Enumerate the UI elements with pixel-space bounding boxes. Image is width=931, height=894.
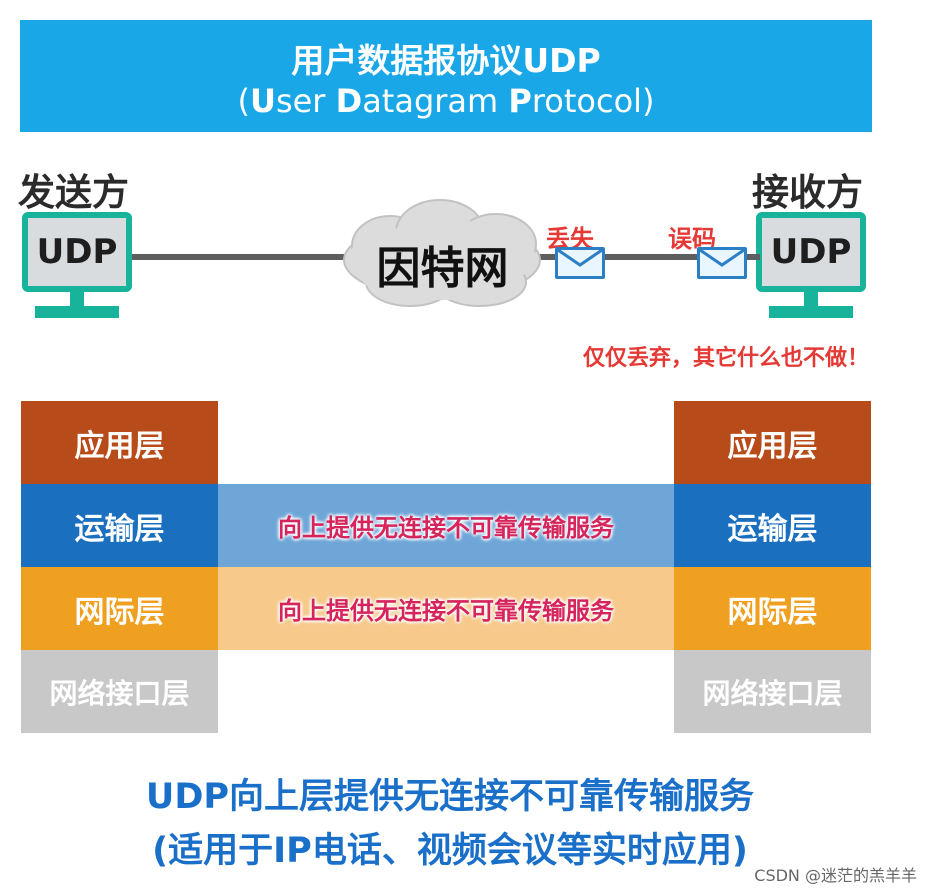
banner-title: 用户数据报协议UDP (291, 41, 601, 80)
transport-service-text: 向上提供无连接不可靠传输服务 (278, 514, 614, 542)
cloud-icon (343, 199, 541, 307)
right-layer-stack: 应用层 运输层 网际层 网络接口层 (674, 401, 871, 733)
left-transport-layer: 运输层 (21, 484, 218, 567)
sender-monitor: UDP (22, 212, 132, 292)
receiver-computer: UDP (756, 212, 866, 318)
transport-service-band: 向上提供无连接不可靠传输服务 (218, 484, 674, 567)
receiver-monitor: UDP (756, 212, 866, 292)
footer-line-1: UDP向上层提供无连接不可靠传输服务 (145, 777, 755, 817)
left-layer-stack: 应用层 运输层 网际层 网络接口层 (21, 401, 218, 733)
right-application-layer: 应用层 (674, 401, 871, 484)
error-envelope-icon (697, 247, 747, 279)
drop-note: 仅仅丢弃，其它什么也不做！ (583, 346, 870, 371)
wire-left (132, 254, 362, 260)
watermark: CSDN @迷茫的羔羊羊 (754, 866, 917, 885)
left-internet-layer: 网际层 (21, 567, 218, 650)
footer-line-2: (适用于IP电话、视频会议等实时应用) (152, 831, 748, 871)
internet-cloud: 因特网 (330, 194, 555, 314)
sender-base (35, 306, 119, 318)
left-link-layer: 网络接口层 (21, 650, 218, 733)
lost-envelope-icon (555, 247, 605, 279)
receiver-base (769, 306, 853, 318)
internet-label: 因特网 (376, 243, 509, 294)
title-banner: 用户数据报协议UDP (User Datagram Protocol) (20, 20, 872, 132)
wire-right (510, 254, 760, 260)
receiver-stand (804, 292, 818, 306)
sender-computer: UDP (22, 212, 132, 318)
sender-label: 发送方 (18, 171, 129, 214)
right-link-layer: 网络接口层 (674, 650, 871, 733)
internet-service-band: 向上提供无连接不可靠传输服务 (218, 567, 674, 650)
right-transport-layer: 运输层 (674, 484, 871, 567)
sender-stand (70, 292, 84, 306)
left-application-layer: 应用层 (21, 401, 218, 484)
internet-service-text: 向上提供无连接不可靠传输服务 (278, 597, 614, 625)
banner-subtitle: (User Datagram Protocol) (237, 82, 655, 120)
right-internet-layer: 网际层 (674, 567, 871, 650)
receiver-label: 接收方 (752, 171, 863, 214)
